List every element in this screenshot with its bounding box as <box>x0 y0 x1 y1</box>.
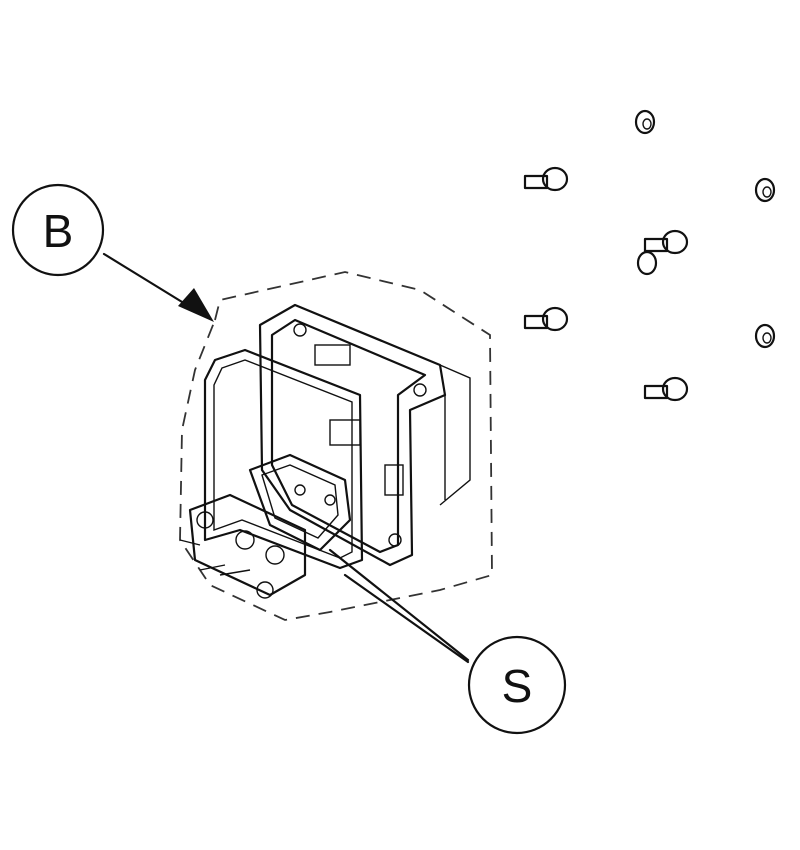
callout-s-circle <box>467 635 567 735</box>
screw-icon <box>636 229 689 276</box>
callout-s: S <box>328 548 567 735</box>
callout-b-label: B <box>43 205 74 257</box>
screw-icon <box>523 166 569 192</box>
gasket <box>203 348 364 570</box>
callout-s-leader-2 <box>343 573 470 664</box>
assembly-boundary <box>179 271 493 621</box>
seal-plate <box>248 453 352 552</box>
housing <box>258 303 471 567</box>
washer-icon <box>754 177 776 203</box>
screw-icon <box>523 306 569 332</box>
screws <box>523 166 689 402</box>
callout-s-leader-1 <box>328 548 470 662</box>
valve-block <box>179 493 307 599</box>
screw-icon <box>643 376 689 402</box>
arrowhead-icon <box>178 288 214 322</box>
washers <box>634 109 776 349</box>
washer-icon <box>754 323 776 349</box>
callout-s-label: S <box>502 660 533 712</box>
callout-b: B <box>11 183 214 322</box>
callout-b-circle <box>11 183 105 277</box>
washer-icon <box>634 109 656 135</box>
